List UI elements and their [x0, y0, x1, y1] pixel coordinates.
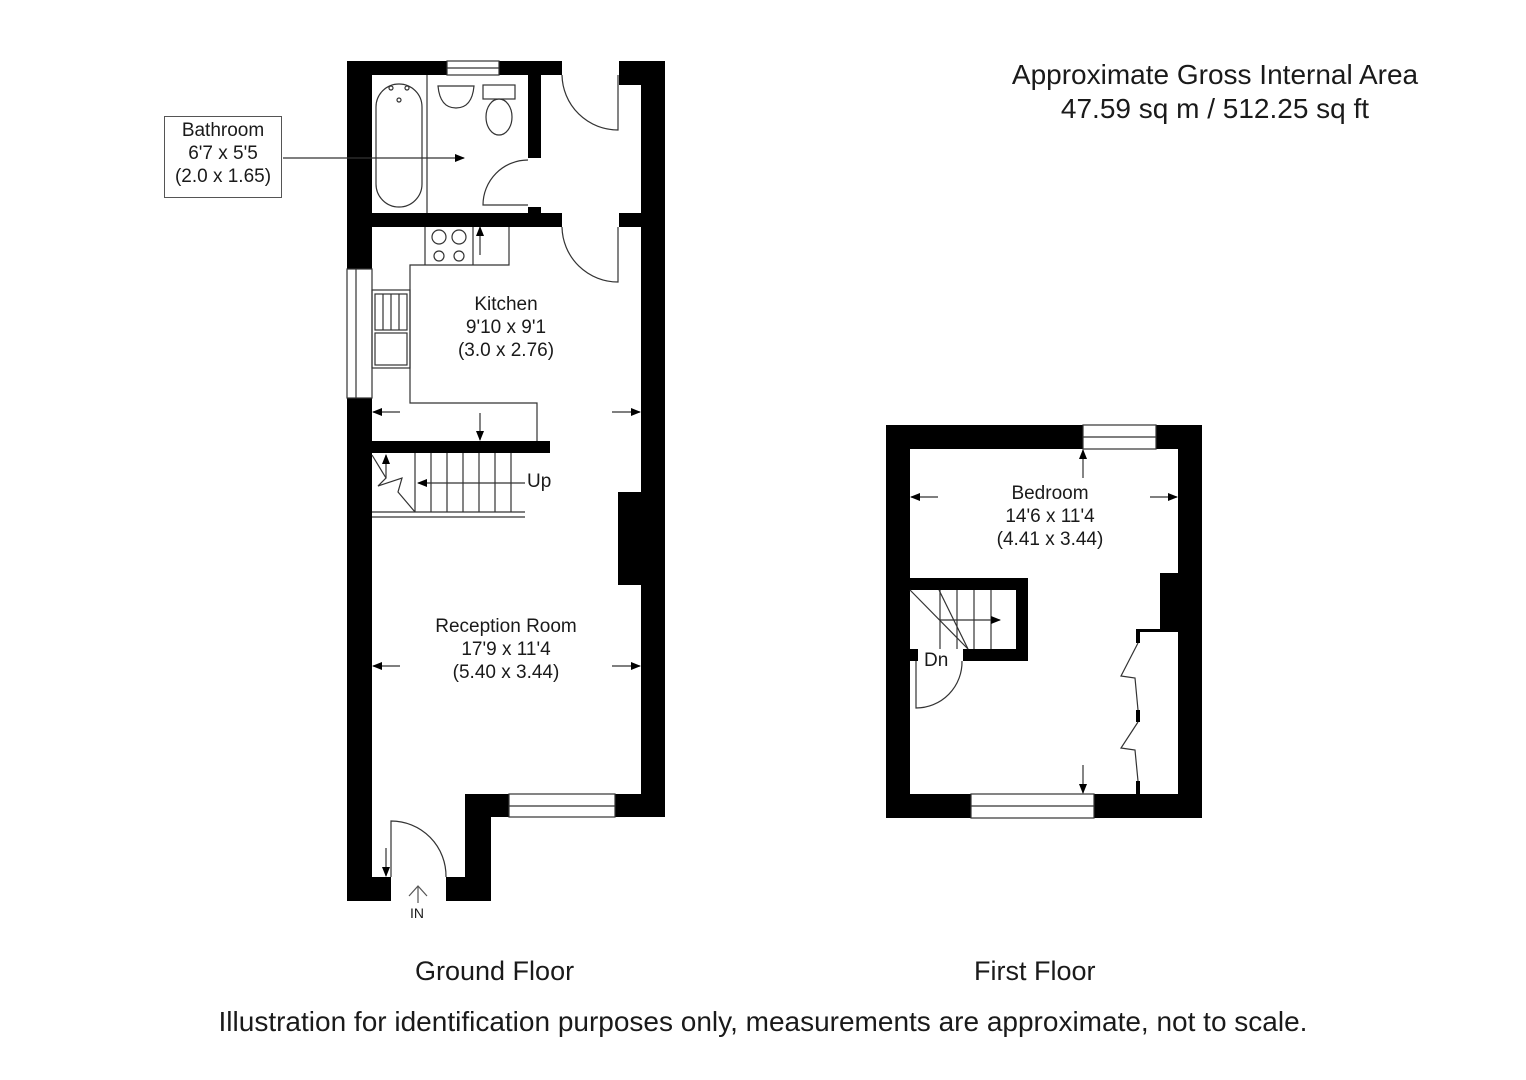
ground-floor-title: Ground Floor — [415, 956, 575, 986]
ground-floor-plan — [347, 61, 665, 901]
bathroom-name: Bathroom — [181, 120, 265, 141]
ground-floor-arrows — [283, 154, 641, 903]
kitchen-metric: (3.0 x 2.76) — [457, 339, 555, 361]
bedroom-metric: (4.41 x 3.44) — [996, 528, 1104, 550]
reception-imperial: 17'9 x 11'4 — [461, 638, 551, 660]
area-title: Approximate Gross Internal Area — [1011, 59, 1419, 90]
kitchen-imperial: 9'10 x 9'1 — [465, 316, 547, 338]
reception-room-label: Reception Room 17'9 x 11'4 (5.40 x 3.44) — [386, 616, 626, 684]
kitchen-name: Kitchen — [474, 294, 538, 315]
entrance-label: IN — [410, 905, 424, 921]
gross-internal-area: Approximate Gross Internal Area 47.59 sq… — [960, 58, 1470, 125]
first-floor-arrows — [910, 449, 1178, 794]
ground-floor-fixtures — [346, 60, 619, 878]
area-value: 47.59 sq m / 512.25 sq ft — [1060, 92, 1370, 124]
reception-name: Reception Room — [435, 616, 577, 637]
bedroom-imperial: 14'6 x 11'4 — [1005, 505, 1095, 527]
stairs-up-label: Up — [527, 471, 552, 492]
stairs-down-label: Dn — [924, 650, 949, 671]
bathroom-label-callout: Bathroom 6'7 x 5'5 (2.0 x 1.65) — [164, 116, 282, 198]
disclaimer: Illustration for identification purposes… — [218, 1006, 1308, 1037]
bathroom-imperial: 6'7 x 5'5 — [188, 142, 258, 164]
reception-metric: (5.40 x 3.44) — [452, 661, 560, 683]
first-floor-title: First Floor — [974, 956, 1096, 986]
kitchen-label: Kitchen 9'10 x 9'1 (3.0 x 2.76) — [406, 294, 606, 362]
bedroom-label: Bedroom 14'6 x 11'4 (4.41 x 3.44) — [950, 483, 1150, 551]
bathroom-metric: (2.0 x 1.65) — [174, 165, 272, 187]
first-floor-plan — [886, 425, 1202, 818]
bedroom-name: Bedroom — [1011, 483, 1089, 504]
